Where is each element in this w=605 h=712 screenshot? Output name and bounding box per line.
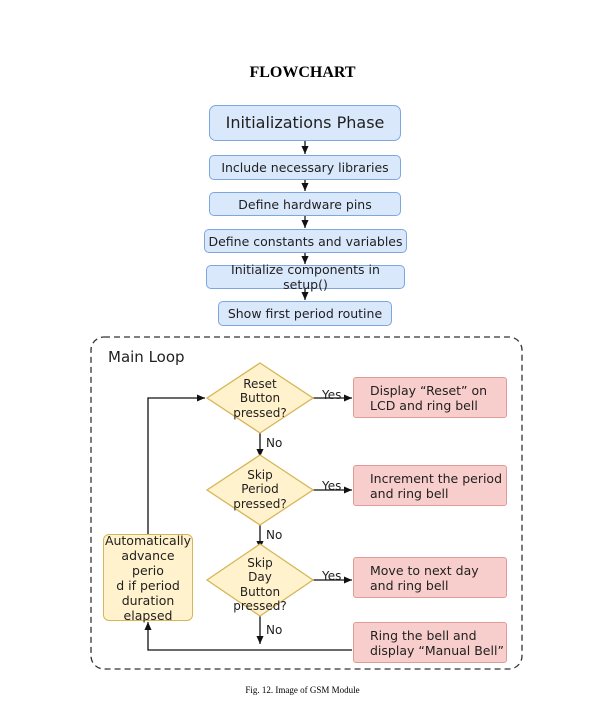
no-label-skip-period: No <box>266 528 283 542</box>
decision-diamond-skip-day <box>205 543 315 617</box>
init-step-include-libraries: Include necessary libraries <box>209 155 401 180</box>
decision-reset-text: Reset Button pressed? <box>233 377 287 420</box>
decision-skip-day-text: Skip Day Button pressed? <box>233 556 287 614</box>
main-loop-frame <box>90 336 523 670</box>
arrow-auto-to-reset <box>147 394 205 534</box>
yes-label-reset: Yes <box>322 388 342 402</box>
decision-skip-period-text: Skip Period pressed? <box>233 468 287 511</box>
figure-caption: Fig. 12. Image of GSM Module <box>245 685 360 695</box>
decision-diamond-skip-period <box>205 454 315 526</box>
yes-label-skip-day: Yes <box>322 569 342 583</box>
init-step-define-constants: Define constants and variables <box>204 229 407 253</box>
decision-diamond-reset <box>205 362 315 434</box>
init-step-first-period: Show first period routine <box>218 301 392 326</box>
init-phase-header: Initializations Phase <box>209 105 401 141</box>
page-title: FLOWCHART <box>249 64 356 81</box>
auto-advance-box: Automatically advance perio d if period … <box>103 532 193 623</box>
arrow-manual-to-auto <box>144 622 352 651</box>
no-label-skip-day: No <box>266 623 283 637</box>
init-step-initialize-components: Initialize components in setup() <box>206 262 405 292</box>
no-label-reset: No <box>266 436 283 450</box>
main-loop-title: Main Loop <box>108 348 185 366</box>
yes-label-skip-period: Yes <box>322 479 342 493</box>
init-step-define-pins: Define hardware pins <box>209 192 401 216</box>
